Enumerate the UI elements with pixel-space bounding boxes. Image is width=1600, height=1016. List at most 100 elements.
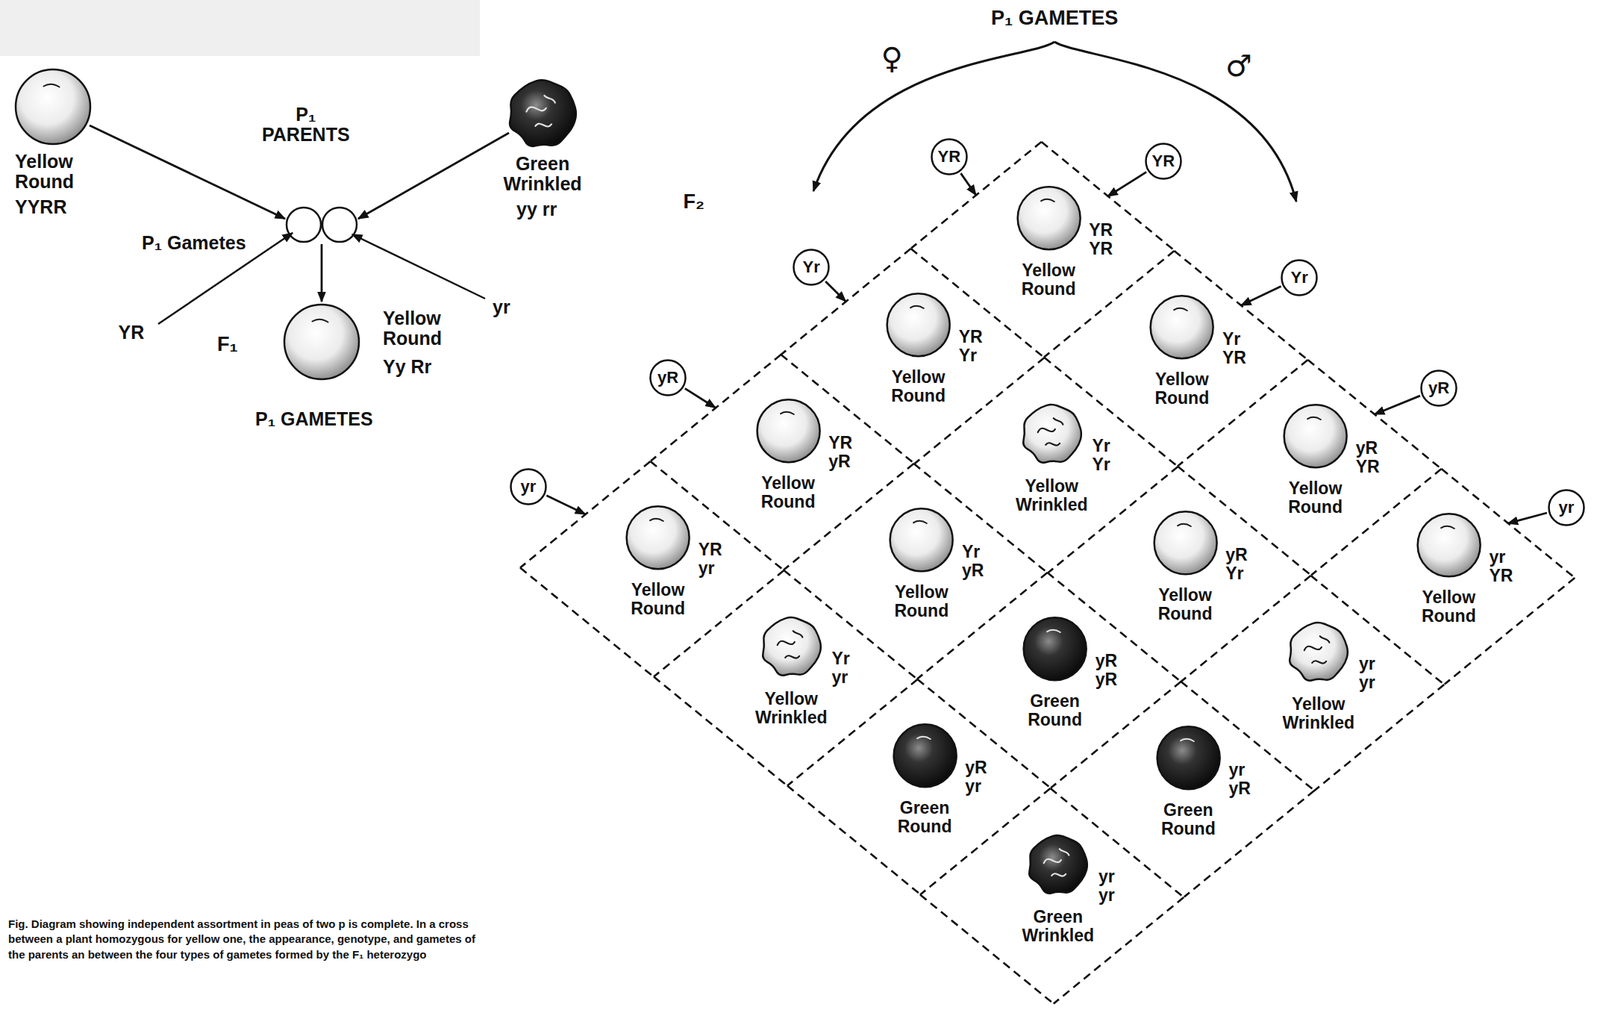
gamete-label-box: YR bbox=[1152, 152, 1176, 171]
gamete-label: Yr bbox=[1291, 268, 1309, 287]
genotype-label-box: Yr YR bbox=[1222, 329, 1247, 368]
pea-mark bbox=[1441, 526, 1455, 529]
gamete-node: Yr bbox=[1280, 258, 1318, 297]
phenotype-label-box: Yellow Round bbox=[1021, 261, 1077, 299]
cell-outline bbox=[1050, 681, 1315, 898]
genotype-label-box: Yr yR bbox=[961, 542, 984, 580]
figure-label: Green Wrinkled bbox=[503, 153, 583, 195]
figure-label: YR bbox=[118, 322, 145, 343]
pea-seed bbox=[1284, 404, 1348, 468]
genotype-label: yr yr bbox=[1098, 867, 1115, 905]
pea-wrinkle bbox=[1051, 873, 1066, 876]
punnett-cell: Green Wrinkledyr yr bbox=[920, 788, 1184, 1004]
genotype-label-box: yr YR bbox=[1488, 547, 1513, 586]
gamete-label: Yr bbox=[802, 258, 821, 277]
pea-seed bbox=[284, 304, 359, 380]
phenotype-label-box: Yellow Wrinkled bbox=[1282, 694, 1355, 733]
gamete-label: yR bbox=[1428, 379, 1450, 398]
genotype-label-box: yr yr bbox=[1098, 867, 1115, 905]
gamete-circle bbox=[322, 207, 357, 242]
genotype-label: YR yr bbox=[698, 540, 723, 578]
pea-wrinkle bbox=[1052, 417, 1063, 424]
gamete-brace-arrow bbox=[1054, 41, 1297, 202]
gamete-label-box: yR bbox=[657, 368, 679, 387]
genotype-label-box: YR yR bbox=[828, 433, 853, 471]
gamete-circle bbox=[650, 360, 686, 396]
phenotype-label: Yellow Wrinkled bbox=[1015, 476, 1089, 515]
genotype-label: yR yR bbox=[1095, 651, 1118, 689]
pea-mark bbox=[1173, 308, 1188, 311]
figure-label-box: Green Wrinkled bbox=[503, 153, 583, 195]
gamete-node: YR bbox=[1144, 142, 1183, 180]
pea-wrinkle bbox=[1037, 427, 1055, 432]
genotype-label: YR Yr bbox=[958, 327, 983, 365]
phenotype-label: Yellow Round bbox=[1158, 585, 1213, 624]
figure-label: P₁ Gametes bbox=[141, 232, 247, 253]
gamete-circle bbox=[1421, 370, 1457, 406]
pea-mark bbox=[917, 735, 931, 739]
pea-wrinkle bbox=[1059, 848, 1070, 855]
pea-mark bbox=[910, 305, 924, 308]
pea-seed bbox=[1023, 617, 1087, 680]
phenotype-label-box: Yellow Round bbox=[891, 367, 946, 406]
genotype-label: yR Yr bbox=[1225, 545, 1248, 583]
genotype-label-box: yR yr bbox=[964, 758, 987, 796]
gamete-circle bbox=[1549, 490, 1585, 526]
pea-wrinkle bbox=[1044, 858, 1062, 862]
gamete-arrow bbox=[1508, 512, 1548, 524]
pea-seed bbox=[887, 293, 950, 356]
genotype-label: yR YR bbox=[1355, 438, 1380, 477]
genotype-label: Yr YR bbox=[1222, 329, 1247, 368]
phenotype-label: Yellow Round bbox=[1421, 588, 1477, 626]
pea-seed bbox=[1150, 295, 1214, 359]
figure-label-box: ♀ bbox=[881, 41, 903, 75]
figure-label-box: P₁ GAMETES bbox=[991, 7, 1118, 30]
gamete-label-box: yr bbox=[1558, 498, 1575, 517]
punnett-cell: Yellow Round Yr YR bbox=[1044, 250, 1308, 467]
gamete-node: yr bbox=[1547, 488, 1586, 527]
gamete-circle bbox=[1146, 144, 1182, 180]
phenotype-label: Yellow Round bbox=[894, 582, 949, 621]
gamete-label-box: yr bbox=[520, 477, 537, 496]
figure-label-box: yr bbox=[492, 297, 511, 318]
cell-outline bbox=[653, 570, 918, 786]
pea-seed-wrinkled bbox=[1029, 835, 1088, 894]
pea-seed bbox=[1417, 513, 1480, 577]
genotype-label: YR YR bbox=[1088, 220, 1113, 259]
gamete-brace-arrow bbox=[813, 41, 1055, 192]
pea-wrinkle bbox=[792, 630, 803, 637]
pea-wrinkle bbox=[1320, 635, 1330, 642]
pea-wrinkle bbox=[776, 640, 795, 645]
f1-arrow bbox=[320, 244, 324, 302]
phenotype-label-box: Yellow Round bbox=[1154, 370, 1209, 408]
phenotype-label: Yellow Round bbox=[1021, 261, 1077, 299]
genotype-label: yr YR bbox=[1488, 547, 1513, 586]
genotype-label: Yr Yr bbox=[1091, 436, 1110, 474]
figure-label-box: yy rr bbox=[516, 199, 557, 220]
figure-label: yr bbox=[492, 297, 511, 318]
gamete-arrow bbox=[1107, 171, 1147, 197]
pea-seed-wrinkled bbox=[762, 617, 821, 676]
phenotype-label: Green Round bbox=[1161, 800, 1216, 839]
figure-label-box: Yellow Round bbox=[14, 151, 74, 192]
phenotype-label: Yellow Round bbox=[1288, 479, 1343, 517]
figure-label: F₂ bbox=[683, 191, 706, 213]
punnett-cell: Green Roundyr yR bbox=[1050, 681, 1315, 898]
cell-outline bbox=[1311, 468, 1575, 685]
gamete-arrow bbox=[546, 495, 586, 515]
figure-label-box: YYRR bbox=[14, 197, 67, 218]
cell-outline bbox=[520, 461, 784, 677]
pea-mark bbox=[780, 411, 795, 415]
pea-wrinkle bbox=[1304, 645, 1322, 650]
phenotype-label: Green Round bbox=[897, 798, 953, 836]
pea-seed-wrinkled bbox=[1023, 404, 1082, 463]
pea-seed bbox=[1017, 186, 1080, 250]
figure-label: yy rr bbox=[516, 199, 557, 220]
figure-label-box: ♂ bbox=[1225, 49, 1253, 83]
punnett-cell: Yellow Round Yr yR bbox=[783, 463, 1048, 680]
pea-seed-wrinkled bbox=[1289, 622, 1348, 681]
pea-wrinkle bbox=[785, 655, 800, 658]
figure-label-box: F₂ bbox=[683, 191, 706, 213]
phenotype-label-box: Green Wrinkled bbox=[1021, 907, 1095, 945]
